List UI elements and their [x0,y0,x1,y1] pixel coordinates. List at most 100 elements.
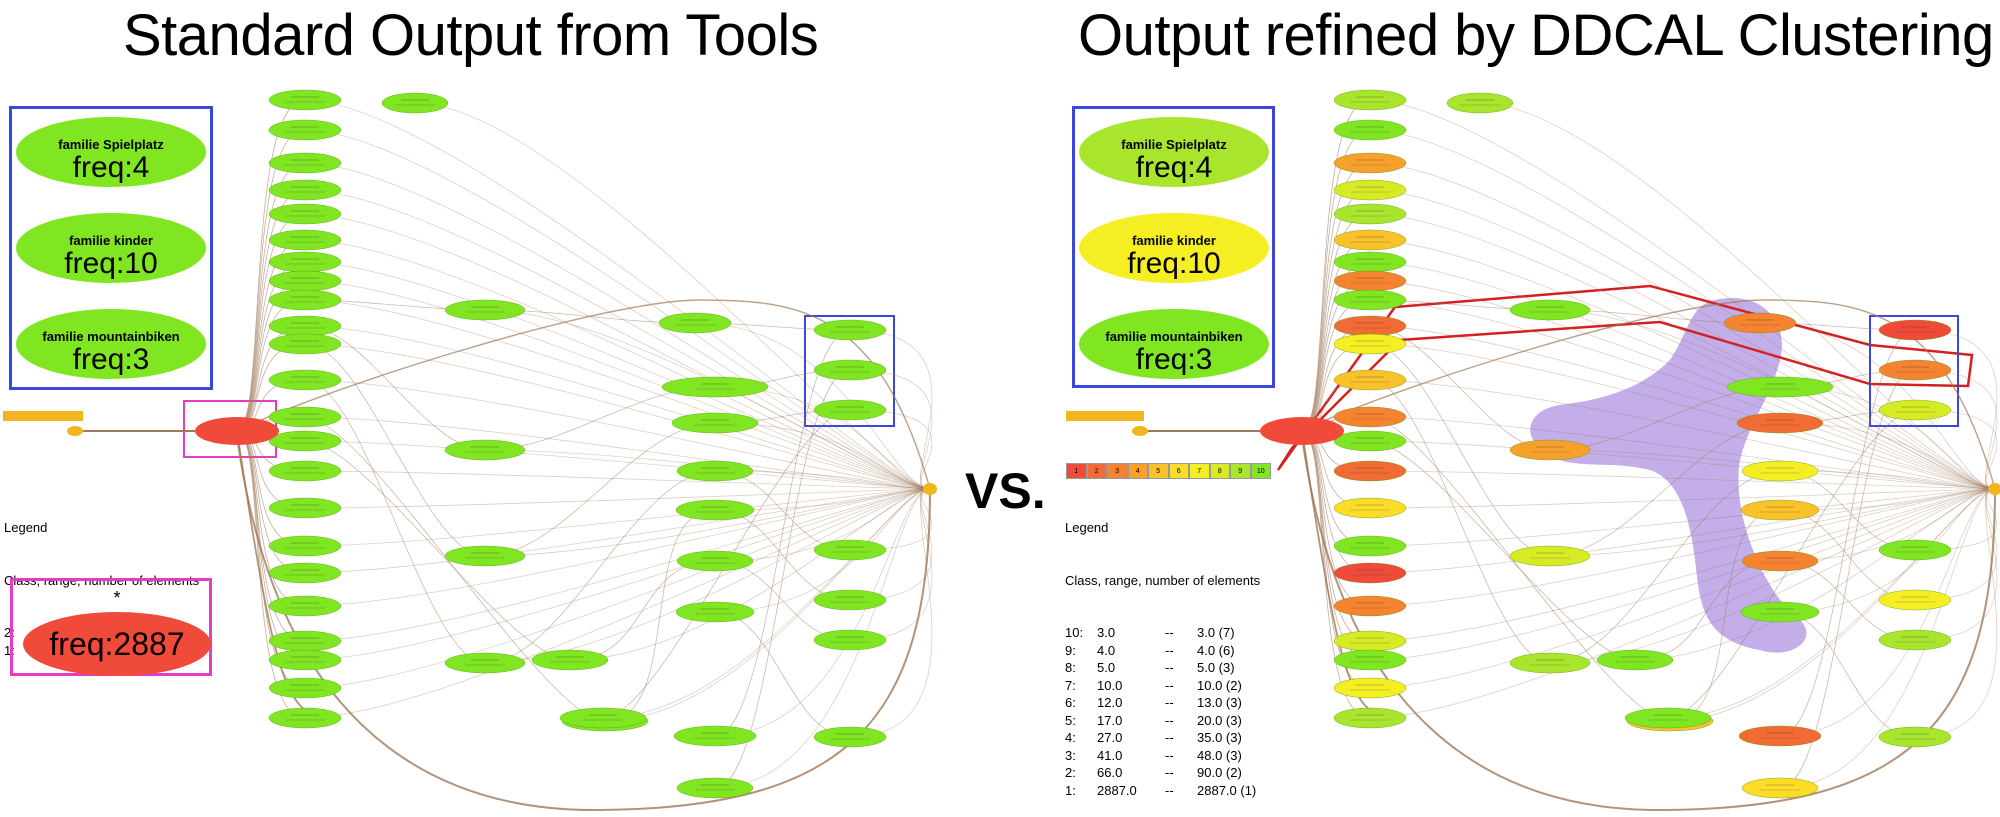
legend-lo: 66.0 [1097,765,1123,780]
zoom-node-freq: freq:10 [64,247,158,280]
graph-node [268,270,342,292]
zoom-node-familie-mountainbiken: familie mountainbiken freq:3 [1079,309,1269,379]
graph-node [1333,595,1407,617]
graph-node [1333,315,1407,337]
graph-node [1878,629,1952,651]
graph-node [1333,270,1407,292]
graph-node [1333,289,1407,311]
zoom-node-freq: freq:3 [72,343,150,376]
color-scale-cell: 3 [1107,463,1128,479]
legend-title: Legend [4,520,48,535]
legend-sep: -- [1165,642,1174,658]
graph-node [1333,369,1407,391]
graph-node [1726,376,1834,398]
legend-row: 3:41.0--48.0 (3) [1065,747,1297,765]
graph-node [661,376,769,398]
graph-node [1333,89,1407,111]
graph-node [676,777,754,799]
graph-node [1878,359,1952,381]
legend-lo: 10.0 [1097,677,1123,693]
legend-sep: -- [1165,712,1174,728]
legend-hi: 35.0 (3) [1197,730,1242,745]
graph-node [1741,777,1819,799]
graph-node [1333,251,1407,273]
legend-hi: 5.0 (3) [1197,660,1235,675]
legend-sep: -- [1165,695,1174,710]
graph-node [1738,725,1822,747]
start-node-highlight: * freq:2887 [10,578,212,676]
legend-hi: 10.0 (2) [1197,677,1242,693]
zoom-node-familie-mountainbiken: familie mountainbiken freq:3 [16,309,206,379]
legend-cls: 6: [1065,695,1076,710]
legend-hi: 2887.0 (1) [1197,782,1257,798]
graph-node [1333,430,1407,452]
graph-node [268,203,342,225]
graph-node [1333,229,1407,251]
zoom-node-freq: freq:4 [72,151,150,184]
graph-node [813,319,887,341]
legend-hi: 4.0 (6) [1197,642,1235,658]
graph-node [268,369,342,391]
graph-node [268,630,342,652]
color-scale-cell: 8 [1209,463,1230,479]
legend-cls: 1: [1065,782,1076,798]
color-scale-cell: 10 [1250,463,1271,479]
graph-node [268,430,342,452]
legend-sep: -- [1165,765,1174,780]
legend-cls: 3: [1065,747,1076,763]
vs-label: VS. [965,463,1046,519]
left-zoom-box: familie Spielplatz freq:4 familie kinder… [9,106,213,390]
graph-node [1333,707,1407,729]
legend-cls: 2: [1065,765,1076,780]
graph-node [268,179,342,201]
legend-lo: 41.0 [1097,747,1123,763]
graph-node [1333,562,1407,584]
graph-node [675,499,755,521]
path-outline [1276,284,1974,471]
graph-node [1509,545,1591,567]
graph-node [1333,203,1407,225]
graph-node [268,152,342,174]
graph-node [1333,179,1407,201]
graph-node [1723,312,1797,334]
legend-hi: 13.0 (3) [1197,695,1242,710]
graph-info-bar [1066,411,1144,421]
zoom-node-familie-spielplatz: familie Spielplatz freq:4 [1079,117,1269,187]
graph-node [1624,707,1712,729]
group-frame [1869,315,1959,427]
graph-node [381,92,449,114]
legend-header: Class, range, number of elements [1065,572,1261,588]
graph-node [813,539,887,561]
graph-node [1333,535,1407,557]
graph-node [268,677,342,699]
zoom-node-freq: freq:4 [1135,151,1213,184]
legend-cls: 2: [4,625,15,640]
graph-source-node [1132,426,1148,436]
legend-cls: 5: [1065,712,1076,728]
graph-node [268,535,342,557]
graph-source-node [67,426,83,436]
graph-info-bar [3,411,83,421]
graph-node [268,229,342,251]
legend-lo: 12.0 [1097,695,1123,710]
legend-lo: 27.0 [1097,730,1123,745]
graph-node [813,359,887,381]
graph-node [1333,649,1407,671]
legend-row: 4:27.0--35.0 (3) [1065,729,1297,747]
graph-node [1740,601,1820,623]
color-scale-cell: 1 [1066,463,1087,479]
start-frame [183,400,277,458]
legend-sep: -- [1165,625,1174,640]
color-scale-cell: 5 [1148,463,1169,479]
legend-sep: -- [1165,677,1174,693]
graph-node [676,550,754,572]
right-zoom-box: familie Spielplatz freq:4 familie kinder… [1072,106,1275,388]
zoom-node-familie-spielplatz: familie Spielplatz freq:4 [16,117,206,187]
graph-node [531,649,609,671]
graph-node [268,649,342,671]
graph-node [1740,499,1820,521]
graph-node [1509,652,1591,674]
graph-node [1878,399,1952,421]
graph-end-node [923,483,937,495]
graph-node [1446,92,1514,114]
